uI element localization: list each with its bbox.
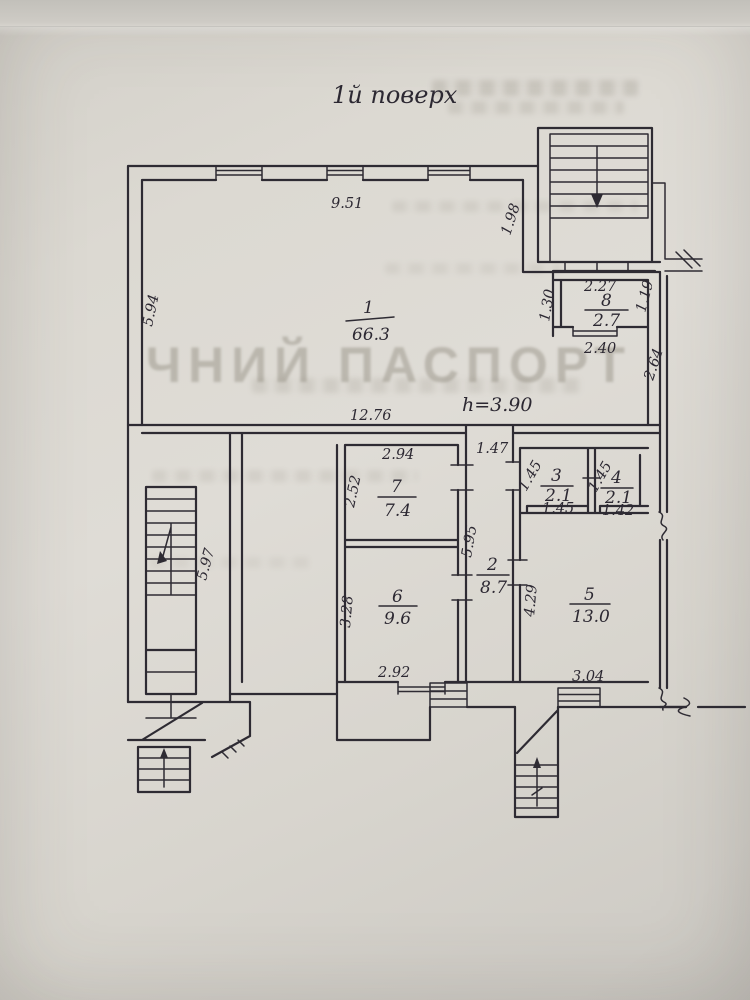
stair-down-arrow-icon xyxy=(591,194,603,208)
entrance-door-hatches xyxy=(221,739,245,759)
dim-top-wall: 9.51 xyxy=(331,196,363,212)
bleed-through-text xyxy=(385,263,561,274)
room-6-area: 9.6 xyxy=(384,609,411,629)
inner-partitions xyxy=(126,423,662,696)
staircase-bottom-treads xyxy=(514,764,559,809)
room-label-fraction-lines xyxy=(345,309,634,607)
room-7-number: 7 xyxy=(391,477,402,497)
dim-upper-passage: 1.98 xyxy=(499,202,524,238)
dim-room7-top: 2.94 xyxy=(381,447,414,463)
paper-crease xyxy=(0,26,750,36)
dim-height-note: h=3.90 xyxy=(462,394,532,416)
room-4-number: 4 xyxy=(610,468,622,488)
dim-room8-left: 1.30 xyxy=(537,288,558,323)
room-4-area: 2.1 xyxy=(604,488,632,508)
bleed-through-text xyxy=(252,378,582,393)
watermark-passport-text: ЧНИЙ ПАСПОРТ xyxy=(146,337,632,393)
dim-right-wall: 2.64 xyxy=(641,347,667,384)
room-2-number: 2 xyxy=(486,555,498,575)
stair-up-arrow-icon xyxy=(533,757,541,768)
staircase-top-right xyxy=(536,126,662,273)
wall-break-symbols xyxy=(658,511,691,717)
room-1-number: 1 xyxy=(363,298,374,318)
entrance-steps-treads xyxy=(137,755,191,788)
floor-title: 1й поверх xyxy=(332,81,458,109)
room-7-area: 7.4 xyxy=(384,501,411,521)
dim-room7-left: 2.52 xyxy=(342,474,365,510)
dim-hall-door: 1.47 xyxy=(476,441,509,457)
bleed-through-text xyxy=(392,201,638,212)
dim-room6-left: 3.28 xyxy=(338,595,357,629)
room8-window xyxy=(572,326,618,337)
dim-room8-right: 1.19 xyxy=(633,279,657,314)
door-hatch-top-right xyxy=(675,249,701,269)
room-6-number: 6 xyxy=(392,587,403,607)
dim-left-stair: 5.97 xyxy=(194,546,218,582)
window-top-wall xyxy=(215,165,471,181)
dim-corridor-length: 5.95 xyxy=(459,524,480,559)
bottom-walls xyxy=(228,680,688,742)
outer-walls xyxy=(126,164,540,704)
bleed-through-text xyxy=(448,101,624,114)
room-5-area: 13.0 xyxy=(572,607,610,627)
staircase-bottom xyxy=(513,705,560,819)
door-jamb-ticks xyxy=(450,461,601,601)
room-5-number: 5 xyxy=(584,585,595,605)
dim-room3-bottom: 1.45 xyxy=(542,501,574,517)
entrance-porch xyxy=(126,700,252,759)
room-3-number: 3 xyxy=(551,466,562,486)
room8-walls xyxy=(521,178,662,338)
dim-room1-width: 12.76 xyxy=(350,408,392,424)
dim-room8-top: 2.27 xyxy=(583,279,617,295)
bleed-through-text xyxy=(432,80,638,96)
bottom-windows xyxy=(397,681,601,708)
dim-room6-bottom: 2.92 xyxy=(377,665,410,681)
staircase-top-right-treads xyxy=(549,133,703,272)
entrance-steps xyxy=(136,745,192,794)
room-8-number: 8 xyxy=(601,291,612,311)
dim-room5-left: 4.29 xyxy=(522,584,541,619)
dim-room4-bottom: 1.42 xyxy=(602,503,634,519)
dim-room5-bottom: 3.04 xyxy=(572,669,604,685)
right-outer-wall xyxy=(646,270,747,709)
room-3-area: 2.1 xyxy=(544,486,572,506)
room-1-area: 66.3 xyxy=(352,325,390,345)
dim-room8-bottom: 2.40 xyxy=(583,341,616,357)
staircase-left-treads xyxy=(145,498,197,719)
room-8-area: 2.7 xyxy=(592,311,620,331)
paper-top-edge xyxy=(0,0,750,27)
room-2-area: 8.7 xyxy=(480,578,507,598)
stair-left-arrow-icon xyxy=(157,551,167,564)
dim-left-wall: 5.94 xyxy=(140,293,162,328)
entrance-up-arrow-icon xyxy=(160,748,168,758)
bleed-through-text xyxy=(152,470,418,482)
